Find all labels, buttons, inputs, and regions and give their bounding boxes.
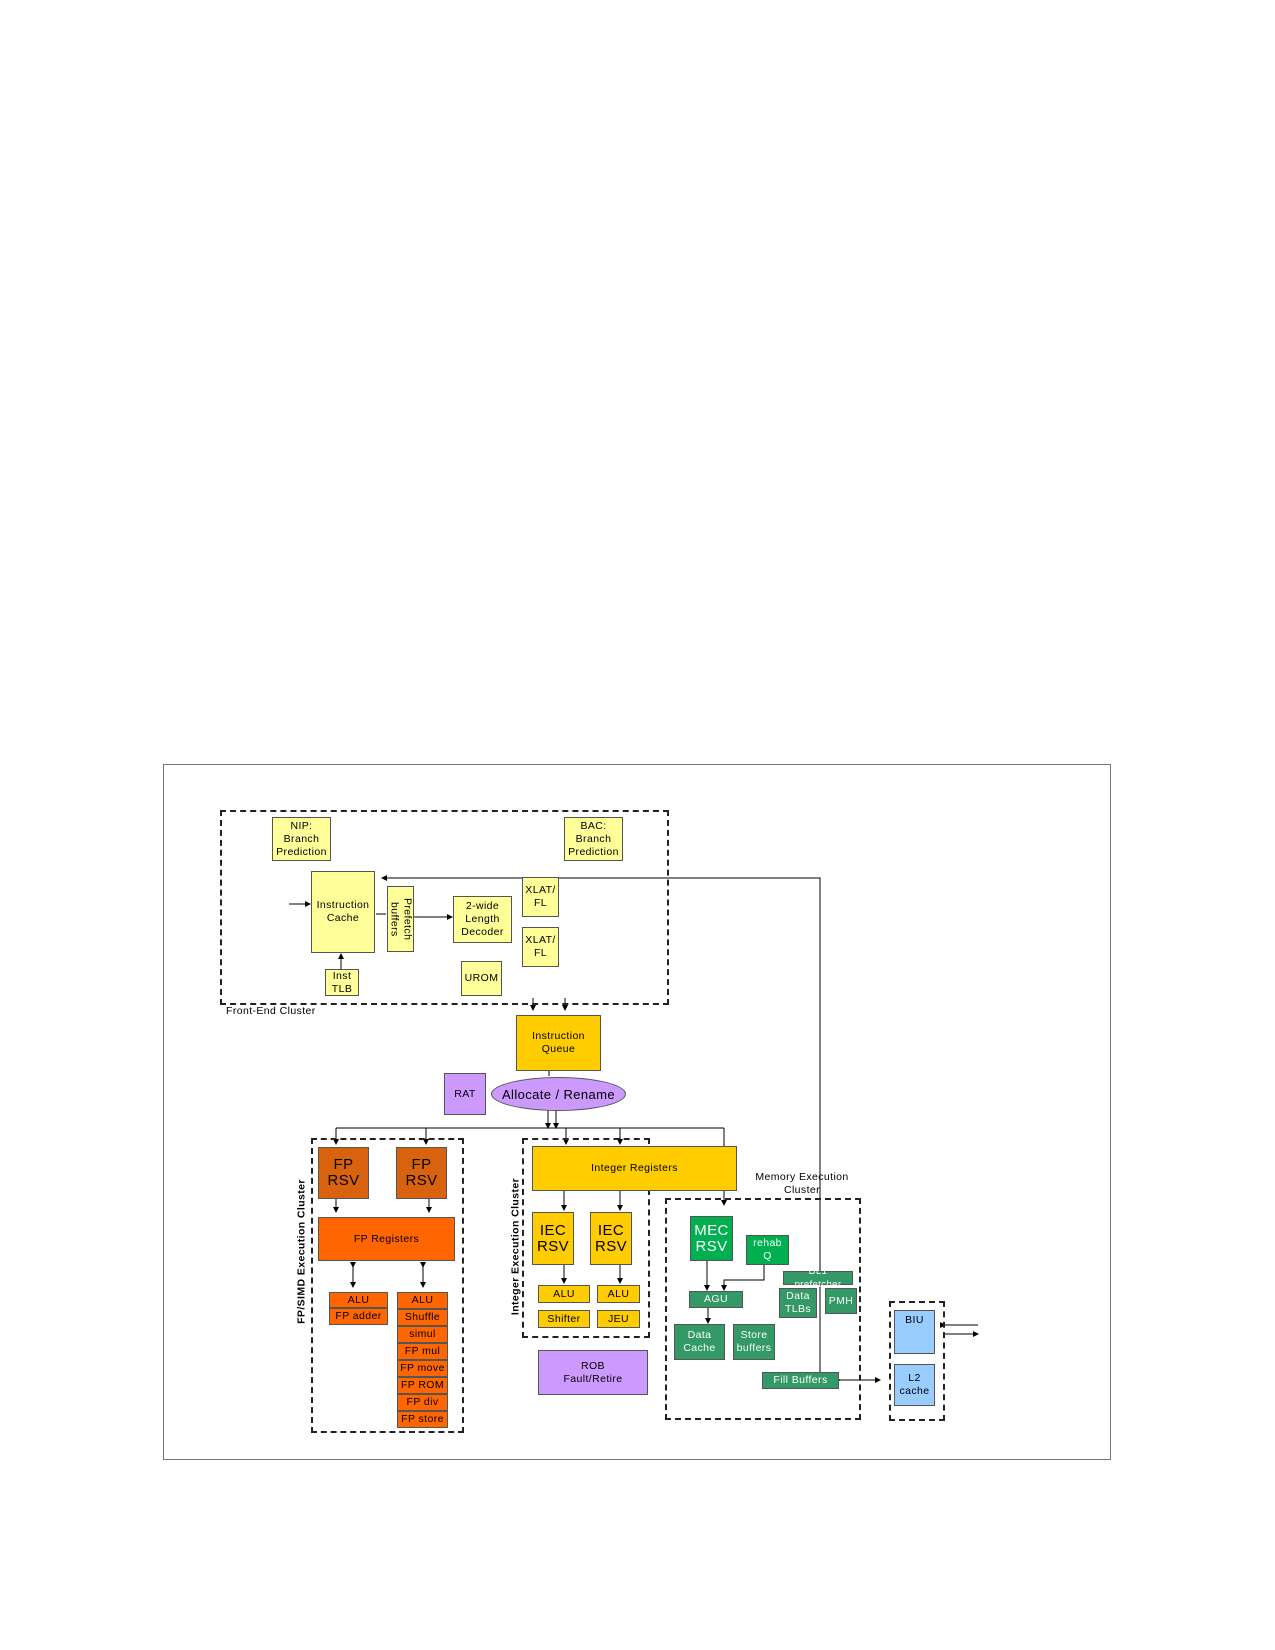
fp-unit-fp-div: FP div [397, 1394, 448, 1411]
urom: UROM [461, 961, 502, 996]
nip-branch-prediction: NIP: Branch Prediction [272, 817, 331, 861]
allocate-rename: Allocate / Rename [491, 1077, 626, 1111]
agu: AGU [689, 1291, 743, 1308]
integer-cluster [522, 1138, 650, 1338]
bus-cluster [889, 1301, 945, 1421]
fp-registers: FP Registers [318, 1217, 455, 1261]
instruction-queue: Instruction Queue [516, 1015, 601, 1071]
iec-rsv-1: IEC RSV [532, 1212, 574, 1265]
xlat-fl-2: XLAT/ FL [522, 927, 559, 967]
front-end-cluster-label: Front-End Cluster [226, 1005, 316, 1017]
l2-cache: L2 cache [894, 1364, 935, 1406]
fp-rsv-2: FP RSV [396, 1147, 447, 1199]
mec-rsv: MEC RSV [690, 1216, 733, 1261]
rob-fault-retire: ROB Fault/Retire [538, 1350, 648, 1395]
fp-unit-fp-move: FP move [397, 1360, 448, 1377]
front-end-cluster [220, 810, 669, 1005]
prefetch-buffers: Prefetch buffers [387, 886, 414, 952]
fp-rsv-1: FP RSV [318, 1147, 369, 1199]
fp-unit-fp-store: FP store [397, 1411, 448, 1428]
fp-unit-fp-rom: FP ROM [397, 1377, 448, 1394]
int-alu-2: ALU [597, 1285, 640, 1303]
fp-unit-simul: simul [397, 1326, 448, 1343]
biu: BIU [894, 1310, 935, 1354]
bac-branch-prediction: BAC: Branch Prediction [564, 817, 623, 861]
memory-cluster [665, 1198, 861, 1420]
fp-unit-alu: ALU [397, 1292, 448, 1309]
fp-simd-cluster [311, 1138, 464, 1433]
integer-registers: Integer Registers [532, 1146, 737, 1191]
fill-buffers: Fill Buffers [762, 1372, 839, 1389]
integer-cluster-label: Integer Execution Cluster [509, 1177, 522, 1316]
data-tlbs: Data TLBs [779, 1288, 817, 1318]
rat: RAT [444, 1073, 486, 1115]
int-alu-1: ALU [538, 1285, 590, 1303]
diagram-frame [163, 764, 1111, 1460]
length-decoder: 2-wide Length Decoder [453, 896, 512, 943]
fp-simd-cluster-label: FP/SIMD Execution Cluster [295, 1179, 308, 1324]
iec-rsv-2: IEC RSV [590, 1212, 632, 1265]
pmh: PMH [825, 1288, 857, 1314]
rehab-q: rehab Q [746, 1235, 789, 1265]
fp-unit-stack: ALU Shuffle simul FP mul FP move FP ROM … [397, 1292, 448, 1428]
fp-unit-fp-mul: FP mul [397, 1343, 448, 1360]
fp-adder: FP adder [329, 1308, 388, 1325]
xlat-fl-1: XLAT/ FL [522, 877, 559, 917]
fp-unit-shuffle: Shuffle [397, 1309, 448, 1326]
memory-cluster-label: Memory Execution Cluster [755, 1171, 849, 1196]
inst-tlb: Inst TLB [325, 969, 359, 996]
jeu: JEU [597, 1310, 640, 1328]
data-cache: Data Cache [674, 1324, 725, 1360]
instruction-cache: Instruction Cache [311, 871, 375, 953]
shifter: Shifter [538, 1310, 590, 1328]
dl1-prefetcher: DL1 prefetcher [783, 1266, 853, 1290]
store-buffers: Store buffers [733, 1324, 775, 1360]
fp-alu-left: ALU [329, 1292, 388, 1308]
